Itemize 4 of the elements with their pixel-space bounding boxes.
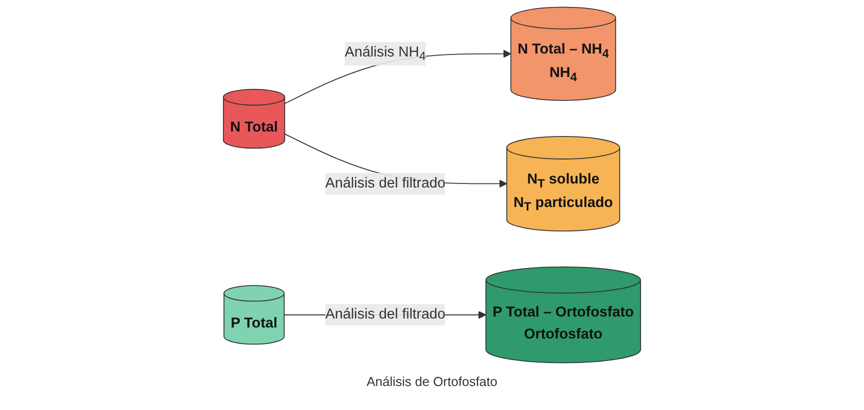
edge-label: Análisis del filtrado [325, 176, 446, 191]
edge-label: Análisis del filtrado [325, 306, 446, 322]
edge-label: Análisis NH$_{4}$ [344, 44, 426, 63]
annotation-text: Análisis de Ortofosfato [366, 374, 498, 389]
